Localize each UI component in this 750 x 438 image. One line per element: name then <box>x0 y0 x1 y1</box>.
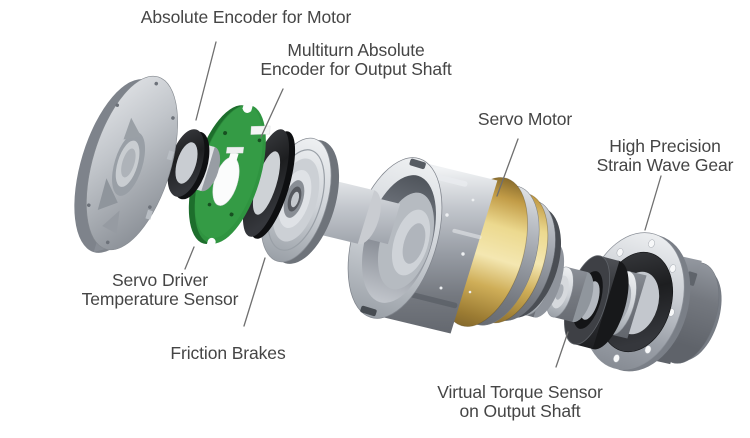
servo-driver-pcb <box>188 100 271 251</box>
label-virtual-torque-sensor: Virtual Torque Sensor on Output Shaft <box>437 382 603 421</box>
leader-servo-motor <box>496 138 519 197</box>
label-strain-wave-gear: High Precision Strain Wave Gear <box>596 136 734 175</box>
multiturn-encoder-ring-output <box>242 129 296 239</box>
housing-end-cap <box>74 75 178 253</box>
motor-rim-slots <box>360 158 426 317</box>
leader-lines <box>184 41 662 368</box>
leader-absolute-encoder <box>195 41 217 121</box>
label-servo-motor: Servo Motor <box>477 109 573 129</box>
label-servo-driver-temperature-sensor: Servo Driver Temperature Sensor <box>81 270 239 309</box>
leader-multiturn-encoder <box>260 88 284 138</box>
absolute-encoder-ring-motor <box>167 129 210 200</box>
pcb-sticker-label <box>226 146 244 154</box>
label-multiturn-encoder: Multiturn Absolute Encoder for Output Sh… <box>260 40 452 79</box>
leader-servo-driver <box>184 246 195 270</box>
label-absolute-encoder-motor: Absolute Encoder for Motor <box>140 7 352 27</box>
leader-friction-brakes <box>243 257 266 327</box>
leader-strain-wave-gear <box>644 175 662 231</box>
label-friction-brakes: Friction Brakes <box>170 343 286 363</box>
leader-virtual-torque <box>555 331 569 368</box>
